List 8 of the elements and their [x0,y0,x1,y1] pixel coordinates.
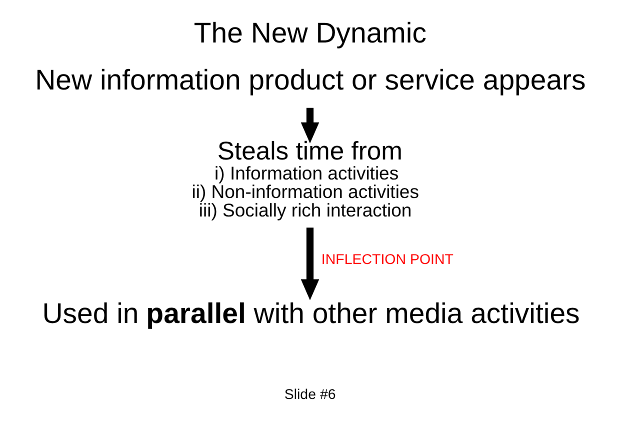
edge-label: INFLECTION POINT [321,252,454,268]
diagram-title: The New Dynamic [194,17,426,50]
node-text: New information product or service appears [35,64,586,96]
node-text: Steals time from i) Information activities ii) Non-information activities iii) Socially rich interaction [192,138,419,221]
arrow [300,108,320,144]
node-text: Used in parallel with other media activities [42,298,580,330]
label: Slide #6 [284,387,336,404]
arrow [300,228,320,300]
